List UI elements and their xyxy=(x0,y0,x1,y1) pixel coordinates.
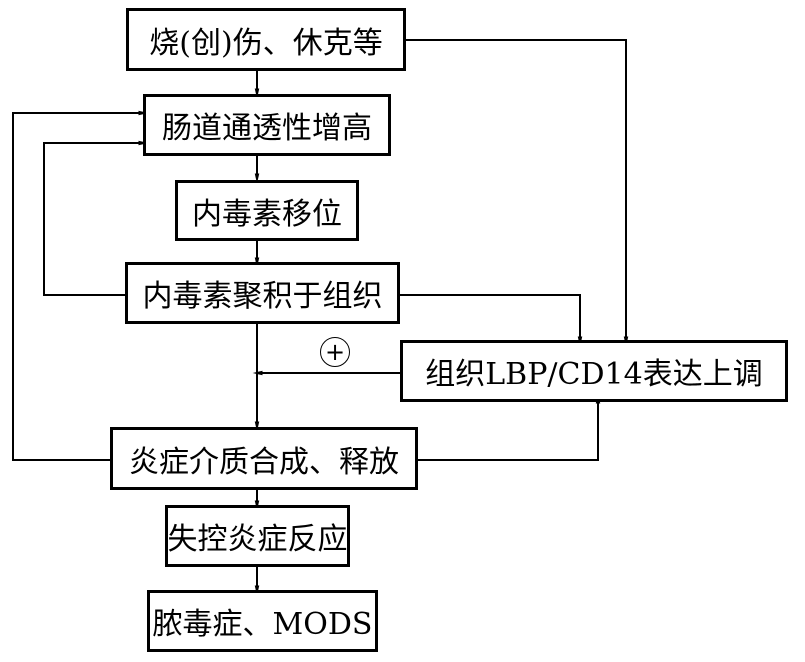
node-mediators: 炎症介质合成、释放 xyxy=(110,427,418,490)
node-uncontrolled: 失控炎症反应 xyxy=(165,505,350,567)
positive-feedback-symbol: + xyxy=(324,338,346,366)
node-trauma-label: 烧(创)伤、休克等 xyxy=(149,25,383,61)
node-permeability-label: 肠道通透性增高 xyxy=(162,111,372,146)
node-lbp-cd14: 组织LBP/CD14表达上调 xyxy=(400,340,788,402)
edge-trauma-lbp xyxy=(405,39,629,347)
node-sepsis: 脓毒症、MODS xyxy=(147,590,378,652)
edge-mediators-permeability xyxy=(12,110,149,461)
node-permeability: 肠道通透性增高 xyxy=(143,94,391,156)
edge-accumulation-permeability xyxy=(43,140,149,296)
node-uncontrolled-label: 失控炎症反应 xyxy=(167,522,348,557)
positive-feedback-icon: + xyxy=(320,337,350,367)
edge-mediators-lbp xyxy=(417,393,601,461)
node-mediators-label: 炎症介质合成、释放 xyxy=(129,444,399,480)
edge-accumulation-lbp xyxy=(399,294,583,347)
node-accumulation: 内毒素聚积于组织 xyxy=(125,262,400,324)
node-translocation-label: 内毒素移位 xyxy=(192,196,342,232)
node-lbp-cd14-label: 组织LBP/CD14表达上调 xyxy=(425,357,763,392)
node-trauma: 烧(创)伤、休克等 xyxy=(126,8,406,71)
node-accumulation-label: 内毒素聚积于组织 xyxy=(142,279,383,314)
node-sepsis-label: 脓毒症、MODS xyxy=(152,607,373,642)
node-translocation: 内毒素移位 xyxy=(175,180,359,241)
